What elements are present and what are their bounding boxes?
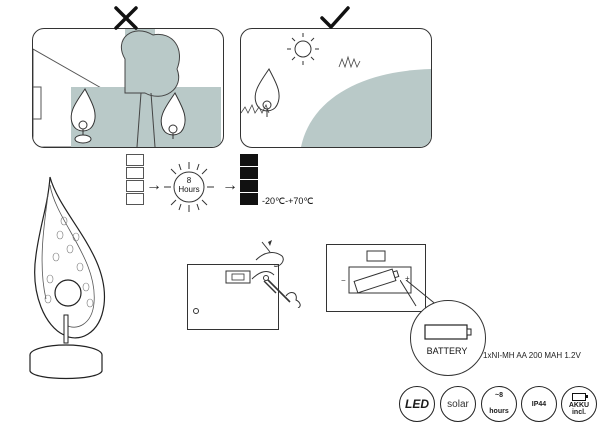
led-badge-label: LED xyxy=(405,397,429,411)
arrow-right-icon: → xyxy=(146,177,162,194)
solar-lamp-illustration xyxy=(29,176,106,380)
akku-badge-line1: AKKU xyxy=(568,401,590,409)
switch-activation-diagram xyxy=(187,264,279,330)
battery-icon xyxy=(424,324,472,340)
battery-compartment-illustration: − + xyxy=(341,250,412,294)
battery-cell xyxy=(240,180,258,192)
charge-hours-unit: Hours xyxy=(178,185,200,194)
switch-diagram-illustration xyxy=(193,270,277,314)
screwdriver-hand-illustration xyxy=(255,240,301,308)
runtime-badge-value: ~8 xyxy=(495,392,503,399)
battery-cell xyxy=(240,154,258,166)
svg-text:+: + xyxy=(405,274,410,283)
battery-label: BATTERY xyxy=(426,346,468,356)
arrow-right-icon: → xyxy=(222,177,238,194)
led-badge: LED xyxy=(399,386,435,422)
battery-cell xyxy=(126,193,144,205)
full-battery-indicator xyxy=(240,154,258,206)
battery-cell xyxy=(126,154,144,166)
charge-hours-value: 8 xyxy=(186,176,192,185)
sun-placement-panel xyxy=(240,28,432,148)
cross-icon xyxy=(114,6,138,30)
solar-badge: solar xyxy=(440,386,476,422)
ip-rating-label: IP44 xyxy=(531,400,547,408)
temperature-range: -20℃-+70℃ xyxy=(262,196,314,206)
sun-scene-illustration xyxy=(241,33,431,147)
shade-scene-illustration xyxy=(33,29,221,147)
battery-icon xyxy=(572,392,588,401)
battery-cell xyxy=(126,180,144,192)
shade-placement-panel xyxy=(32,28,224,148)
solar-badge-label: solar xyxy=(447,398,469,410)
battery-cell xyxy=(240,167,258,179)
charge-duration-label: 8 Hours xyxy=(174,176,204,194)
akku-badge: AKKU incl. xyxy=(561,386,597,422)
zoom-pointer-lines xyxy=(400,280,439,307)
sun-icon xyxy=(287,33,319,65)
battery-zoom-callout xyxy=(410,300,486,376)
runtime-badge-unit: hours xyxy=(489,408,509,415)
runtime-badge: ~8 hours xyxy=(481,386,517,422)
akku-badge-line2: incl. xyxy=(571,408,586,416)
battery-cell xyxy=(126,167,144,179)
sun-icon xyxy=(164,162,214,212)
empty-battery-indicator xyxy=(126,154,144,206)
check-icon xyxy=(320,6,350,29)
ip-rating-badge: IP44 xyxy=(521,386,557,422)
battery-spec: 1xNI-MH AA 200 MAH 1.2V xyxy=(483,351,581,360)
svg-text:−: − xyxy=(341,276,346,285)
battery-cell xyxy=(240,193,258,205)
battery-compartment-diagram: − + xyxy=(326,244,426,312)
